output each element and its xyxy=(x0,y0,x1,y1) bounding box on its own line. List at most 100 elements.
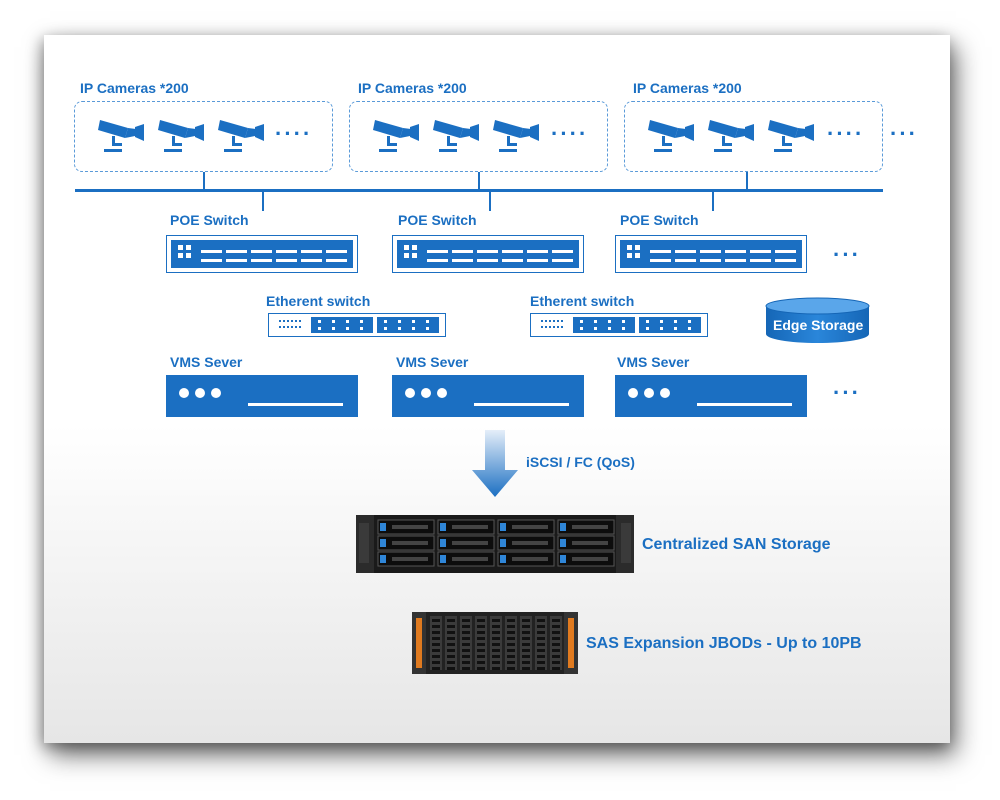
switch-port xyxy=(552,250,573,253)
vent-hole xyxy=(432,649,440,652)
poe-switch-label: POE Switch xyxy=(398,212,477,228)
indicator-light xyxy=(437,388,447,398)
poe-switch-label: POE Switch xyxy=(170,212,249,228)
port-dot xyxy=(332,320,335,323)
drive-handle xyxy=(512,525,548,529)
port-bank xyxy=(311,317,373,333)
vent-hole xyxy=(432,655,440,658)
switch-port xyxy=(675,250,696,253)
drive-handle xyxy=(452,541,488,545)
vent-hole xyxy=(507,625,515,628)
camera-group-label: IP Cameras *200 xyxy=(358,80,467,96)
switch-port xyxy=(700,250,721,253)
indicator-light xyxy=(421,388,431,398)
vent-hole xyxy=(522,625,530,628)
port-dot xyxy=(398,327,401,330)
camera-group-box xyxy=(74,101,333,172)
status-led xyxy=(635,253,640,258)
status-led xyxy=(627,253,632,258)
vent-dot xyxy=(561,320,563,322)
vent-hole xyxy=(447,625,455,628)
port-dot xyxy=(660,327,663,330)
vms-server-label: VMS Sever xyxy=(170,354,243,370)
switch-port xyxy=(477,250,498,253)
vms-server-icon xyxy=(615,375,807,417)
port-dot xyxy=(360,320,363,323)
vent-hole xyxy=(507,631,515,634)
vent-hole xyxy=(432,667,440,670)
vent-dot xyxy=(287,320,289,322)
port-dot xyxy=(674,327,677,330)
port-dot xyxy=(412,327,415,330)
vent-hole xyxy=(552,649,560,652)
vent-dot xyxy=(295,326,297,328)
vent-hole xyxy=(462,655,470,658)
network-bus-line xyxy=(75,189,883,192)
port-dot xyxy=(608,327,611,330)
vent-hole xyxy=(492,631,500,634)
jbod-enclosure-icon xyxy=(412,612,578,674)
switch-port xyxy=(251,250,272,253)
san-storage-label: Centralized SAN Storage xyxy=(642,536,831,553)
vent-hole xyxy=(447,667,455,670)
drive-handle xyxy=(512,541,548,545)
switch-port xyxy=(775,259,796,262)
vent-hole xyxy=(507,637,515,640)
port-dot xyxy=(360,327,363,330)
vent-hole xyxy=(462,649,470,652)
switch-port xyxy=(326,259,347,262)
switch-port xyxy=(226,250,247,253)
vent-hole xyxy=(432,637,440,640)
vms-server-label: VMS Sever xyxy=(396,354,469,370)
more-cameras-dots: ···· xyxy=(827,121,865,146)
vent-hole xyxy=(492,667,500,670)
vent-hole xyxy=(537,625,545,628)
port-dot xyxy=(688,327,691,330)
vent-dot xyxy=(299,326,301,328)
drive-handle xyxy=(572,557,608,561)
port-dot xyxy=(622,320,625,323)
camera-group-label: IP Cameras *200 xyxy=(633,80,742,96)
port-dot xyxy=(688,320,691,323)
vent-dot xyxy=(545,326,547,328)
jbod-label: SAS Expansion JBODs - Up to 10PB xyxy=(586,635,862,652)
switch-port xyxy=(775,250,796,253)
vent-hole xyxy=(432,643,440,646)
switch-port xyxy=(251,259,272,262)
switch-port xyxy=(452,259,473,262)
port-bank xyxy=(377,317,439,333)
vent-dot xyxy=(541,320,543,322)
switch-port xyxy=(427,250,448,253)
indicator-light xyxy=(644,388,654,398)
vent-dot xyxy=(299,320,301,322)
poe-switch-icon xyxy=(392,235,584,273)
cctv-camera-icon xyxy=(433,116,481,159)
vent-hole xyxy=(462,667,470,670)
port-dot xyxy=(398,320,401,323)
switch-port xyxy=(725,259,746,262)
vent-hole xyxy=(477,637,485,640)
port-dot xyxy=(384,327,387,330)
indicator-light xyxy=(660,388,670,398)
poe-switch-icon xyxy=(615,235,807,273)
switch-port xyxy=(276,250,297,253)
status-led xyxy=(635,245,640,250)
drive-handle xyxy=(392,541,428,545)
port-dot xyxy=(426,327,429,330)
vent-hole xyxy=(537,655,545,658)
drive-handle xyxy=(512,557,548,561)
switch-body xyxy=(171,240,353,268)
vent-hole xyxy=(522,619,530,622)
vent-dot xyxy=(291,320,293,322)
vent-dot xyxy=(283,326,285,328)
vent-dot xyxy=(549,320,551,322)
vms-server-label: VMS Sever xyxy=(617,354,690,370)
vent-hole xyxy=(492,625,500,628)
drive-tab xyxy=(440,523,446,531)
vent-hole xyxy=(492,643,500,646)
vent-hole xyxy=(492,637,500,640)
vent-hole xyxy=(477,631,485,634)
switch-port xyxy=(201,250,222,253)
vent-hole xyxy=(432,631,440,634)
switch-port xyxy=(650,259,671,262)
